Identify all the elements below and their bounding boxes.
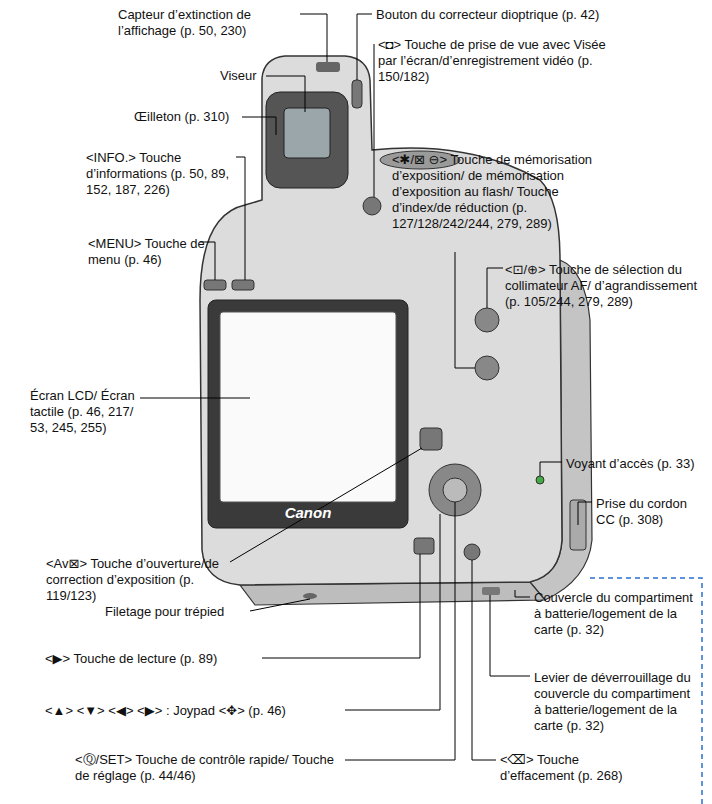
part-label: <MENU> Touche de menu (p. 46) [88,236,208,268]
playback-button [414,538,434,554]
camera-back [200,56,562,585]
part-label: Voyant d’accès (p. 33) [566,456,696,472]
eyecup [266,92,348,188]
leader-line [236,157,245,280]
screen-frame [208,300,408,528]
part-label: Bouton du correcteur dioptrique (p. 42) [376,7,676,23]
part-label: Écran LCD/ Écran tactile (p. 46, 217/ 53… [30,388,138,436]
diopter-knob [352,80,362,108]
leader-line [262,554,420,658]
brand-logo: Canon [268,505,348,521]
af-point-button [475,308,499,332]
part-label: <◘> Touche de prise de vue avec Visée pa… [378,37,610,85]
part-label: <⌫> Touche d’effacement (p. 268) [500,752,630,784]
leader-line [490,595,530,676]
leader-line [345,514,440,710]
erase-button [464,544,480,560]
part-label: <⊡/⊕> Touche de sélection du collimateur… [505,262,705,310]
part-label: Couvercle du compartiment à batterie/log… [534,590,694,638]
camera-body [200,56,592,605]
access-lamp [536,476,544,484]
leader-line [515,590,530,597]
part-label: <INFO.> Touche d’informations (p. 50, 89… [86,150,236,198]
leader-line [455,252,475,368]
leader-line [357,14,372,80]
leader-line [472,560,496,760]
leader-line [345,502,455,760]
part-label: Viseur [220,68,280,84]
av-button [420,428,442,450]
part-label: Levier de déverrouillage du couvercle du… [534,670,694,734]
set-button [443,478,467,502]
part-label: Œilleton (p. 310) [134,109,254,125]
part-label: Filetage pour trépied [105,604,255,620]
cover-lever [482,587,500,595]
leader-line [540,462,562,476]
part-label: Capteur d’extinction de l’affichage (p. … [118,7,298,39]
part-label: <▲> <▼> <◀> <▶> : Joypad <✥> (p. 46) [45,703,350,719]
leader-line [250,599,310,611]
live-view-button [363,197,381,215]
part-label: <✱/⊠ ⊖> Touche de mémorisation d’exposit… [392,152,602,232]
lcd-screen [220,312,396,502]
camera-underside [240,582,545,605]
menu-button [204,280,226,290]
leader-line [242,117,276,135]
part-label: <▶> Touche de lecture (p. 89) [45,651,265,667]
leader-line [266,76,305,112]
leader-line [300,14,327,62]
part-label: Prise du cordon CC (p. 308) [596,496,708,528]
leader-line [230,448,422,562]
leader-line [140,398,250,399]
ae-lock-button [475,356,499,380]
leader-line [578,502,592,525]
leader-line [374,44,375,197]
tripod-socket [303,593,317,599]
part-label: <Av⊠> Touche d’ouverture/de correction d… [46,556,226,604]
viewfinder [284,108,330,158]
leader-line [487,268,503,308]
display-off-sensor [316,62,340,72]
info-button [232,280,254,290]
leader-lines [140,14,592,760]
part-label: <Ⓠ/SET> Touche de contrôle rapide/ Touch… [75,752,345,784]
